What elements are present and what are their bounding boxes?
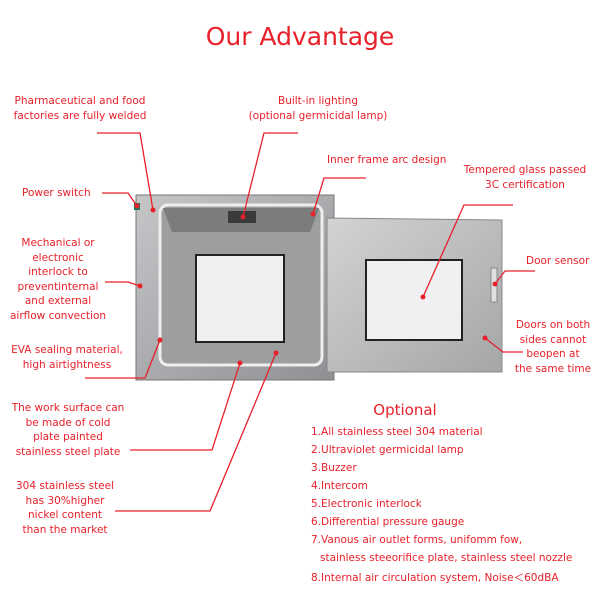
leader-lines <box>85 132 535 512</box>
optional-item-continued: stainless steeorifice plate, stainless s… <box>320 552 573 564</box>
optional-item: 5.Electronic interlock <box>311 498 422 510</box>
callout-arc: Inner frame arc design <box>327 154 447 166</box>
optional-item: 6.Differential pressure gauge <box>311 516 465 528</box>
callout-eva: EVA sealing material,high airtightness <box>11 344 123 371</box>
optional-item: 2.Ultraviolet germicidal lamp <box>311 444 464 456</box>
optional-title: Optional <box>373 401 437 419</box>
optional-item: 8.Internal air circulation system, Noise… <box>311 572 559 584</box>
optional-item: 3.Buzzer <box>311 462 357 474</box>
callout-power: Power switch <box>22 187 91 199</box>
callout-sensor: Door sensor <box>526 255 590 267</box>
optional-item: 7.Vanous air outlet forms, unifomm fow, <box>311 534 523 546</box>
optional-item: 4.Intercom <box>311 480 368 492</box>
door-window <box>365 259 463 341</box>
back-window <box>195 254 285 343</box>
callout-lighting: Built-in lighting(optional germicidal la… <box>248 95 388 122</box>
page-title: Our Advantage <box>205 22 395 51</box>
callout-dots <box>134 203 498 366</box>
optional-item: 1.All stainless steel 304 material <box>311 426 483 438</box>
